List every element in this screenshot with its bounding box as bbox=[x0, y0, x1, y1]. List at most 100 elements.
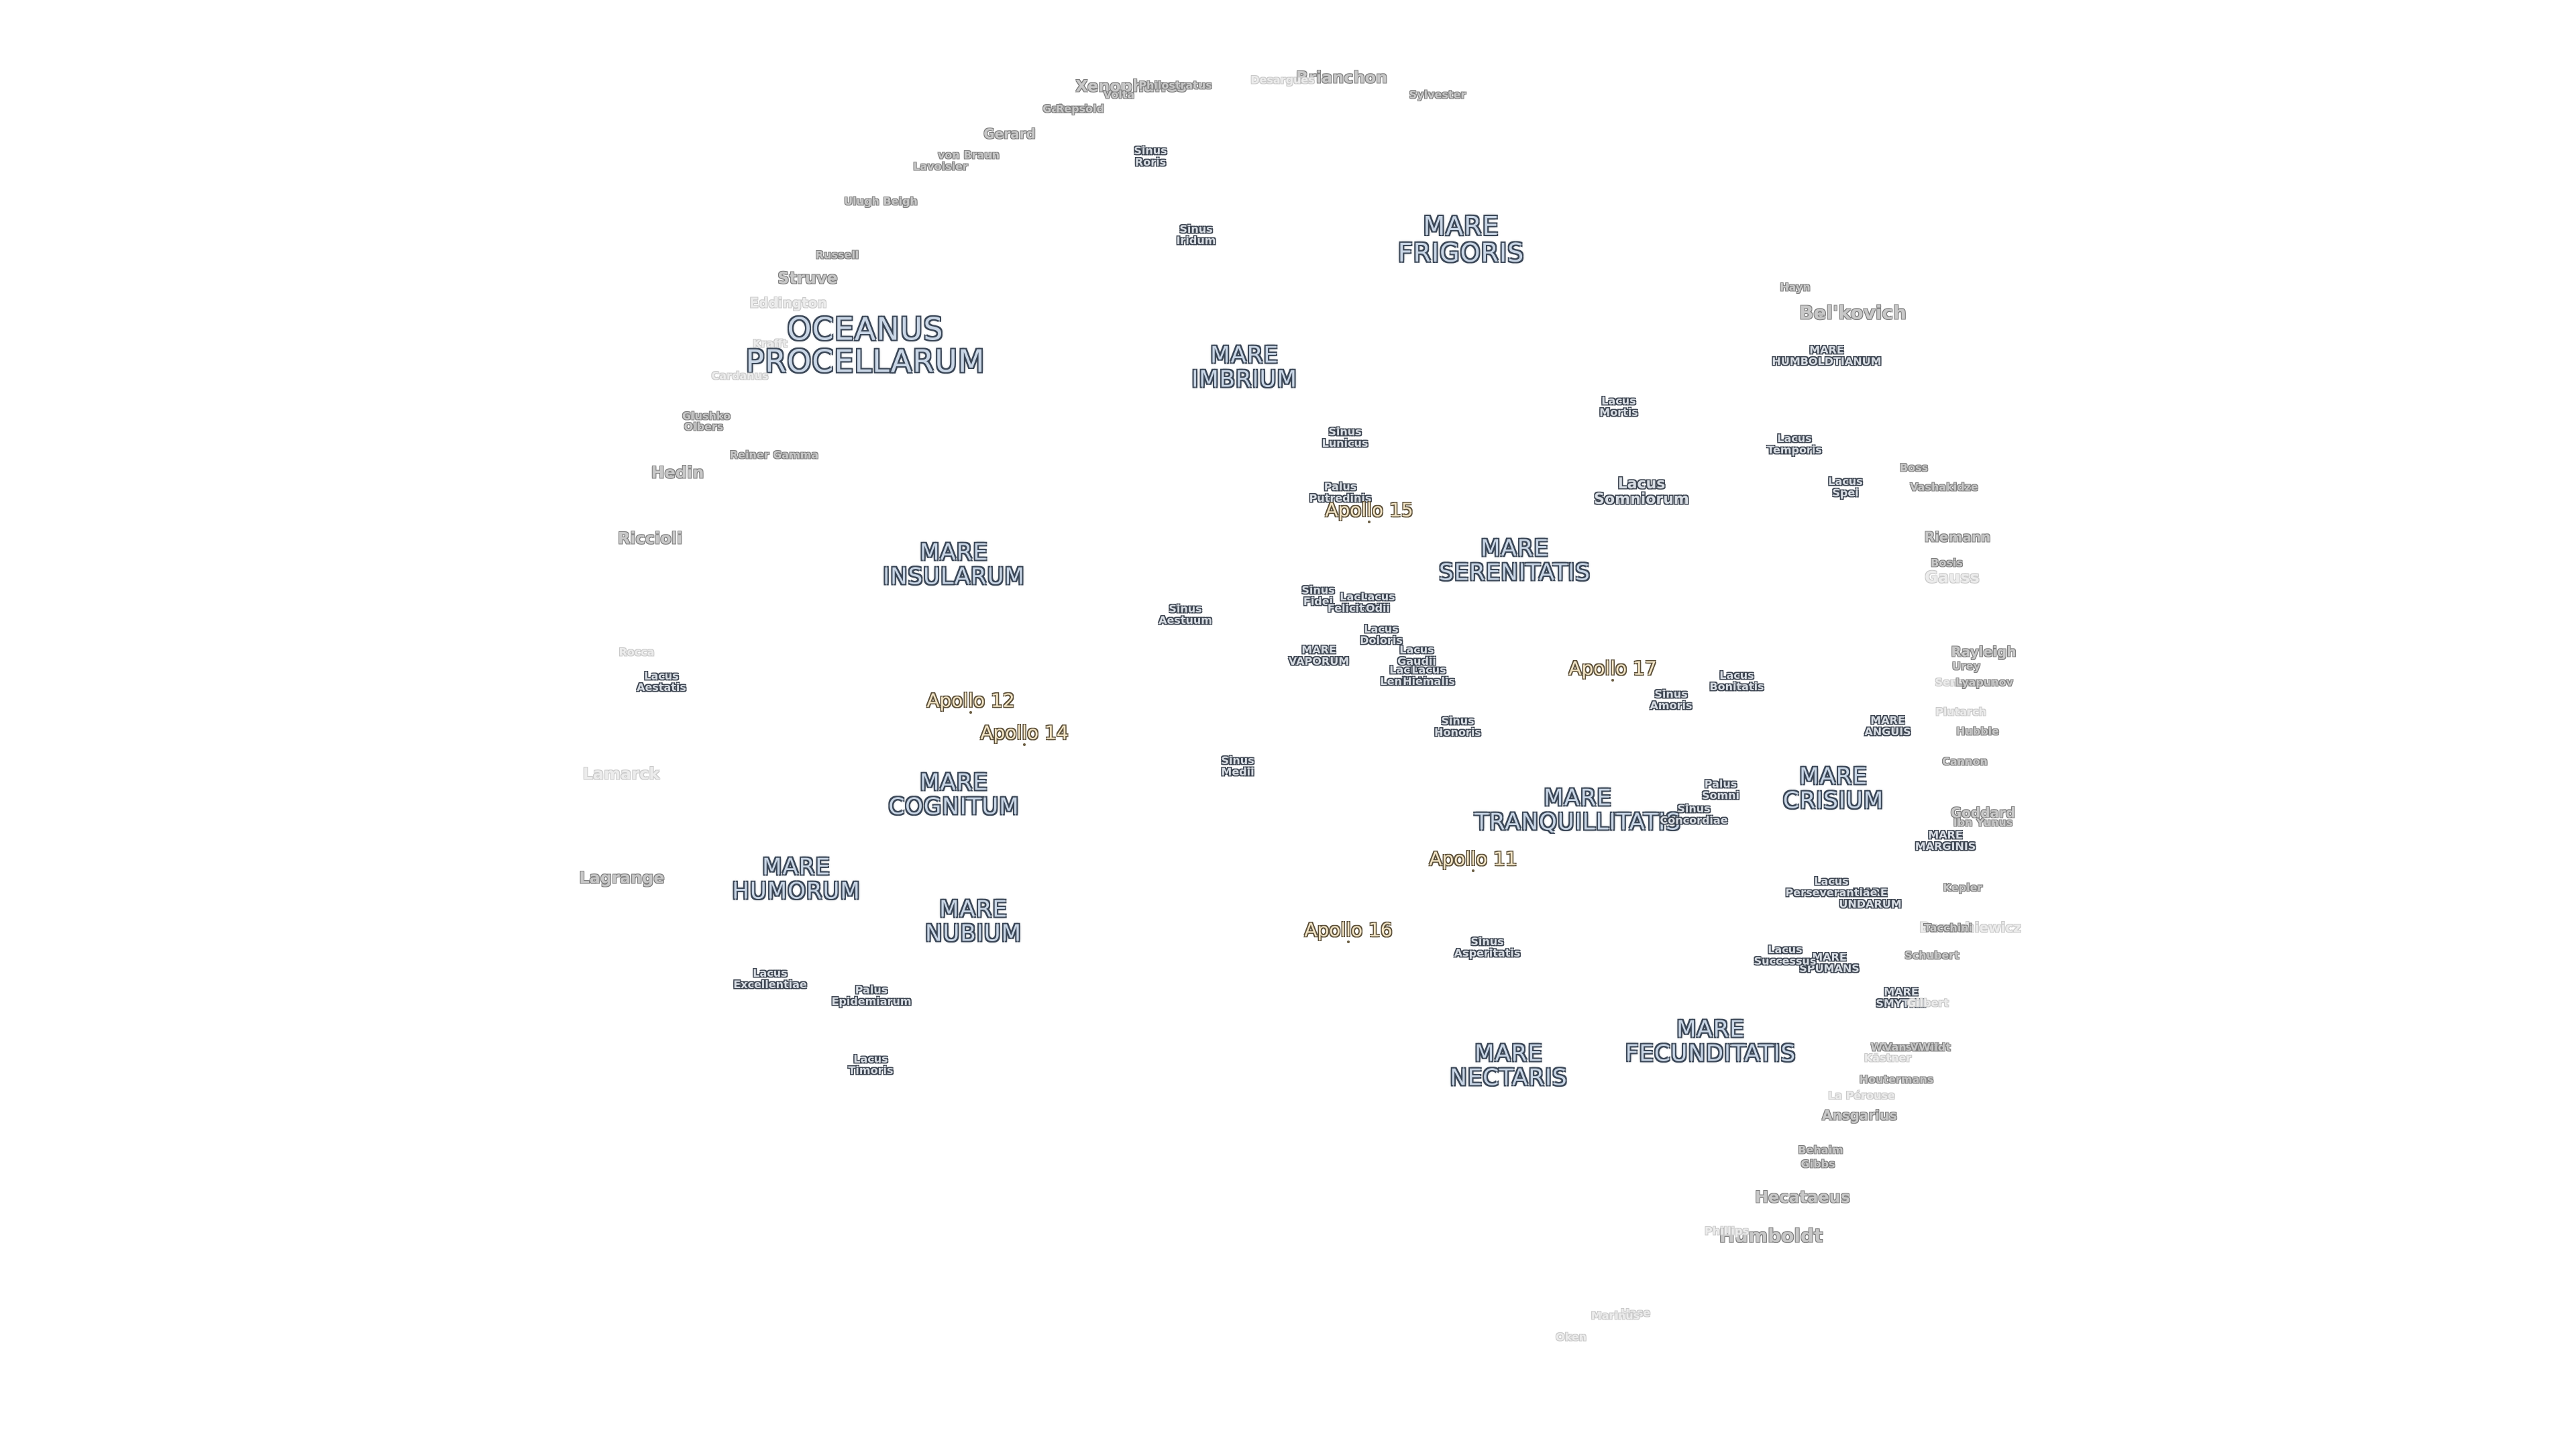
feature-label-mare-smythii: MARE SMYTHII bbox=[1876, 985, 1927, 1010]
feature-label-lacus-timoris: Lacus Timoris bbox=[848, 1053, 894, 1077]
feature-label-palus-somni: Palus Somni bbox=[1701, 777, 1740, 802]
crater-label-vashakidze: Vashakidze bbox=[1910, 480, 1978, 494]
feature-label-lacus-bonitatis: Lacus Bonitatis bbox=[1709, 669, 1764, 693]
feature-label-sinus-medii: Sinus Medii bbox=[1221, 754, 1254, 778]
feature-label-lacus-spei: Lacus Spei bbox=[1828, 475, 1863, 499]
apollo-site-label-apollo-15: Apollo 15 bbox=[1325, 498, 1413, 521]
feature-label-lacus-odii: Lacus Odii bbox=[1360, 590, 1395, 614]
feature-label-sinus-iridum: Sinus Iridum bbox=[1176, 223, 1216, 247]
crater-label-hase: Hase bbox=[1620, 1306, 1651, 1320]
apollo-site-marker bbox=[1347, 941, 1350, 943]
crater-label-tacchini: Tacchini bbox=[1923, 921, 1973, 934]
crater-label-reiner-gamma: Reiner Gamma bbox=[729, 448, 819, 462]
crater-label-humboldt: Humboldt bbox=[1719, 1224, 1823, 1247]
feature-label-mare-vaporum: MARE VAPORUM bbox=[1288, 643, 1350, 667]
crater-label-volta: Volta bbox=[1103, 88, 1135, 101]
crater-label-lavoisier: Lavoisier bbox=[913, 160, 968, 173]
crater-label-la-p-rouse: La Pérouse bbox=[1828, 1089, 1895, 1102]
mare-label-mare-nectaris: MARE NECTARIS bbox=[1450, 1040, 1568, 1091]
apollo-site-marker bbox=[969, 711, 972, 714]
mare-label-mare-humorum: MARE HUMORUM bbox=[732, 853, 861, 904]
feature-label-lacus-doloris: Lacus Doloris bbox=[1360, 623, 1403, 647]
crater-label-ibn-yunus: Ibn Yunus bbox=[1953, 816, 2013, 829]
crater-label-urey: Urey bbox=[1951, 659, 1981, 673]
crater-label-lagrange: Lagrange bbox=[579, 868, 665, 888]
crater-label-galvani: Galvani bbox=[1042, 102, 1088, 115]
feature-label-mare-spumans: MARE SPUMANS bbox=[1799, 951, 1860, 975]
mare-label-mare-fecunditatis: MARE FECUNDITATIS bbox=[1625, 1016, 1796, 1067]
feature-label-palus-putredinis: Palus Putredinis bbox=[1309, 480, 1372, 504]
crater-label-riemann: Riemann bbox=[1924, 529, 1991, 545]
mare-label-mare-nubium: MARE NUBIUM bbox=[925, 896, 1022, 947]
crater-label-cardanus: Cardanus bbox=[711, 369, 769, 382]
mare-label-mare-frigoris: MARE FRIGORIS bbox=[1397, 211, 1525, 268]
crater-label-cannon: Cannon bbox=[1942, 755, 1988, 768]
crater-label-gerard: Gerard bbox=[983, 125, 1036, 142]
mare-label-oceanus-procellarum: OCEANUS PROCELLARUM bbox=[745, 311, 985, 380]
crater-label-oken: Oken bbox=[1555, 1330, 1587, 1344]
crater-label-sylvester: Sylvester bbox=[1409, 88, 1466, 101]
crater-label-lyapunov: Lyapunov bbox=[1955, 676, 2013, 689]
feature-label-sinus-asperitatis: Sinus Asperitatis bbox=[1454, 935, 1521, 959]
crater-label-lamarck: Lamarck bbox=[582, 764, 660, 784]
apollo-site-label-apollo-16: Apollo 16 bbox=[1304, 918, 1393, 941]
mare-label-mare-crisium: MARE CRISIUM bbox=[1782, 763, 1884, 814]
crater-label-ulugh-beigh: Ulugh Beigh bbox=[844, 195, 918, 208]
crater-label-boss: Boss bbox=[1899, 461, 1929, 474]
apollo-site-marker bbox=[1472, 869, 1474, 872]
crater-label-struve: Struve bbox=[777, 268, 838, 288]
feature-label-mare-marginis: MARE MARGINIS bbox=[1915, 828, 1976, 853]
crater-label-banachiewicz: Banachiewicz bbox=[1919, 919, 2021, 936]
feature-label-sinus-fidei: Sinus Fidei bbox=[1301, 584, 1335, 608]
feature-label-sinus-aestuum: Sinus Aestuum bbox=[1159, 602, 1212, 627]
feature-label-lacus-gaudii: Lacus Gaudii bbox=[1397, 643, 1436, 667]
feature-label-sinus-roris: Sinus Roris bbox=[1134, 144, 1167, 168]
feature-label-lacus-hiemalis: Lacus Hiemalis bbox=[1403, 663, 1455, 688]
crater-label-repsold: Repsold bbox=[1055, 102, 1105, 115]
feature-label-lacus-temporis: Lacus Temporis bbox=[1767, 432, 1822, 456]
crater-label-rayleigh: Rayleigh bbox=[1951, 643, 2017, 660]
feature-label-mare-undarum: MARE UNDARUM bbox=[1839, 886, 1902, 910]
crater-label-glushko: Glushko bbox=[682, 409, 731, 423]
crater-label-rocca: Rocca bbox=[619, 645, 655, 659]
apollo-site-label-apollo-11: Apollo 11 bbox=[1429, 847, 1517, 870]
feature-label-lacus-felicitatis: Lacus Felicitatis bbox=[1327, 590, 1387, 614]
feature-label-mare-anguis: MARE ANGUIS bbox=[1864, 714, 1911, 738]
feature-label-lacus-aestatis: Lacus Aestatis bbox=[637, 669, 686, 694]
crater-label-weierstrass: Weierstrass bbox=[1870, 1040, 1943, 1054]
crater-label-bosis: Bosis bbox=[1931, 556, 1963, 570]
crater-label-von-braun: von Braun bbox=[937, 148, 1000, 162]
mare-label-mare-cognitum: MARE COGNITUM bbox=[888, 769, 1020, 820]
feature-label-lacus-perseverantiae: Lacus Perseverantiae bbox=[1785, 875, 1878, 899]
crater-label-brianchon: Brianchon bbox=[1295, 68, 1388, 87]
mare-label-mare-serenitatis: MARE SERENITATIS bbox=[1439, 535, 1591, 586]
crater-label-olbers: Olbers bbox=[684, 420, 724, 433]
crater-label-xenophanes: Xenophanes bbox=[1075, 76, 1187, 96]
crater-label-kepler: Kepler bbox=[1943, 881, 1983, 894]
crater-label-van-vleck: Van Vleck bbox=[1883, 1040, 1943, 1054]
crater-label-krafft: Krafft bbox=[753, 337, 788, 350]
crater-label-behaim: Behaim bbox=[1798, 1143, 1843, 1157]
crater-label-russell: Russell bbox=[815, 248, 859, 262]
crater-label-schubert: Schubert bbox=[1904, 949, 1960, 962]
crater-label-hecataeus: Hecataeus bbox=[1754, 1187, 1851, 1207]
apollo-site-marker bbox=[1368, 521, 1371, 523]
crater-label-hedin: Hedin bbox=[651, 463, 704, 482]
crater-label-hayn: Hayn bbox=[1780, 280, 1811, 294]
apollo-site-label-apollo-14: Apollo 14 bbox=[980, 721, 1069, 744]
crater-label-eddington: Eddington bbox=[749, 294, 827, 311]
feature-label-sinus-honoris: Sinus Honoris bbox=[1434, 714, 1481, 739]
mare-label-mare-insularum: MARE INSULARUM bbox=[883, 539, 1025, 590]
feature-label-lacus-somniorum: Lacus Somniorum bbox=[1594, 475, 1689, 508]
crater-label-ansgarius: Ansgarius bbox=[1821, 1107, 1898, 1124]
crater-label-plutarch: Plutarch bbox=[1935, 705, 1986, 718]
feature-label-palus-epidemiarum: Palus Epidemiarum bbox=[831, 983, 912, 1008]
feature-label-sinus-lunicus: Sinus Lunicus bbox=[1322, 425, 1368, 449]
crater-label-desargues: Desargues bbox=[1250, 73, 1315, 87]
apollo-site-label-apollo-17: Apollo 17 bbox=[1568, 657, 1657, 680]
apollo-site-marker bbox=[1023, 743, 1026, 746]
crater-label-bel-kovich: Bel'kovich bbox=[1799, 301, 1907, 324]
crater-label-hubble: Hubble bbox=[1955, 724, 2000, 738]
feature-label-mare-humboldtianum: MARE HUMBOLDTIANUM bbox=[1772, 343, 1882, 368]
